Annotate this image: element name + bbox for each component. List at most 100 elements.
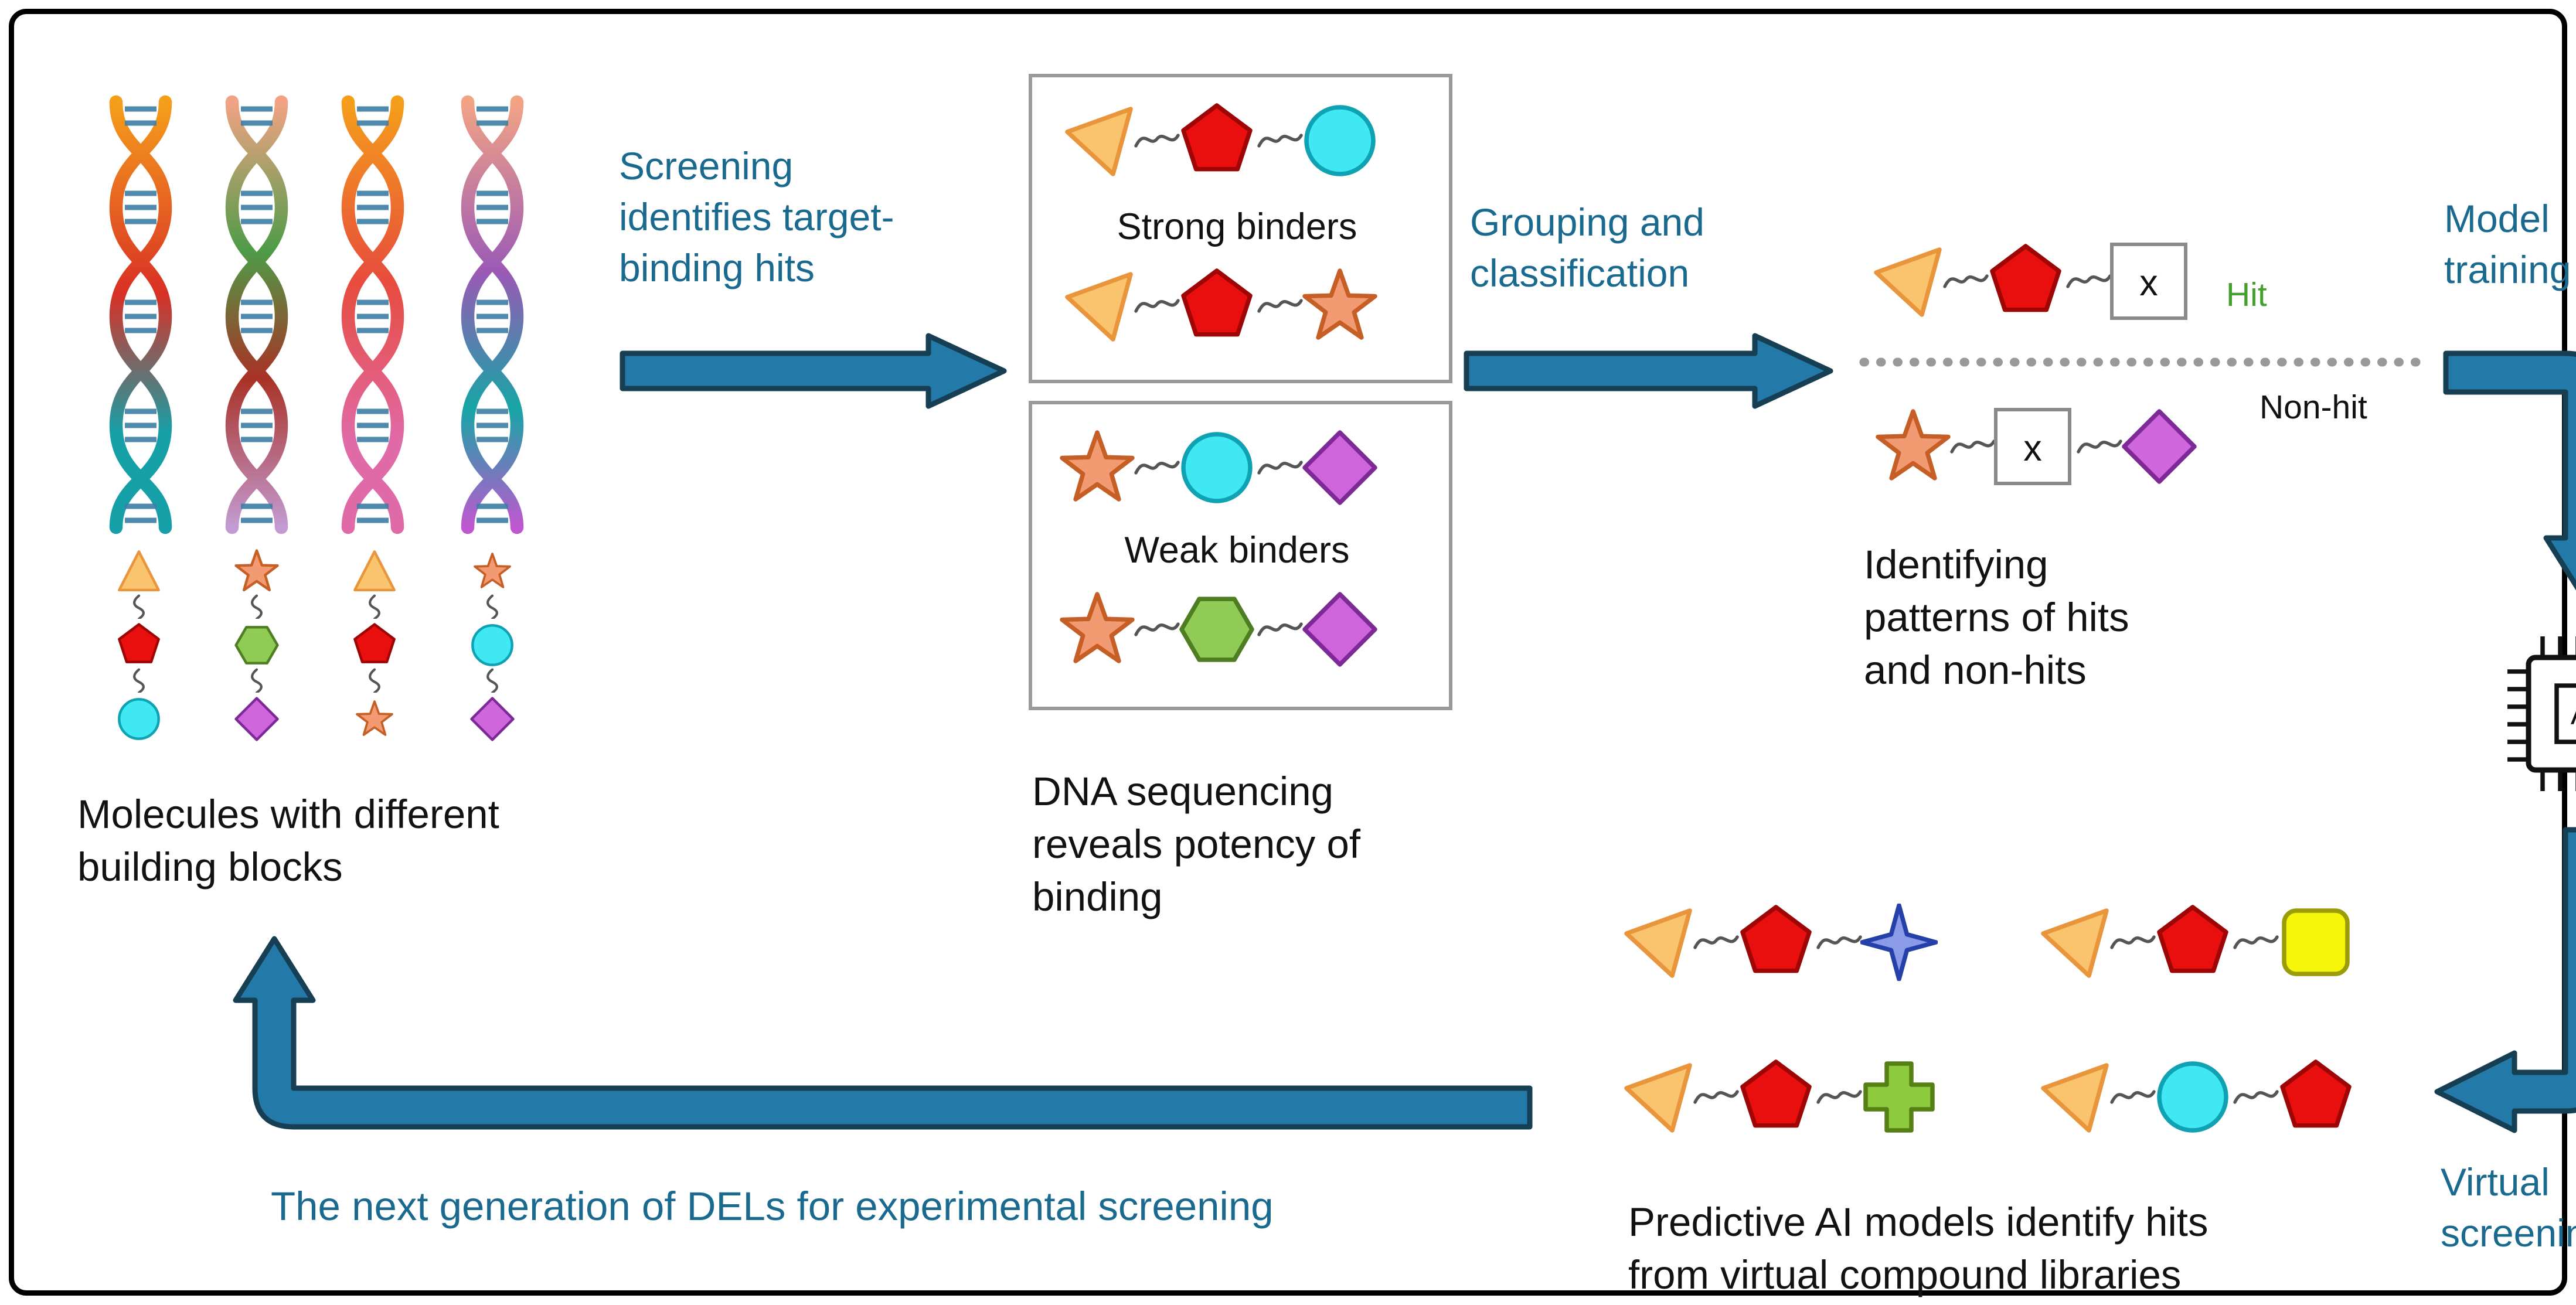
circle-icon [1183,434,1250,501]
triangle-icon [1626,911,1690,976]
circle-icon [1306,107,1373,174]
link-squiggle [2235,937,2277,948]
link-squiggle [1259,624,1301,635]
dna-helix-icon [454,95,531,534]
circle-icon [472,625,512,665]
link-squiggle [2235,1092,2277,1102]
dna-helix-icon [334,95,411,534]
link-squiggle [1136,624,1178,635]
x-box: x [2110,243,2187,320]
hit-row: x [1864,243,2187,320]
diamond-icon [236,699,278,740]
strong-binders-row [1055,95,1389,186]
ai-chip-label: AI [2571,697,2576,731]
screening-label: Screening identifies target- binding hit… [619,144,894,290]
strong-binders-label: Strong binders [1117,207,1357,248]
diamond-icon [2124,411,2194,482]
link-squiggle [1945,276,1987,287]
dna-helix-icon [102,95,179,534]
cross-icon [1866,1064,1932,1130]
star-icon [1878,411,1948,478]
star-icon [1062,594,1132,661]
predictive-caption: Predictive AI models identify hits from … [1628,1199,2209,1297]
link-squiggle [1695,1092,1737,1102]
link-squiggle [2078,441,2121,452]
x-box: x [1994,408,2071,485]
pentagon-icon [1183,105,1250,169]
link-squiggle [1136,301,1178,311]
link-squiggle [370,596,379,619]
grouping-label: Grouping and classification [1470,200,1704,295]
virtual-compound-row [1614,897,1948,988]
triangle-icon [1067,274,1131,339]
pentagon-icon [2159,907,2226,971]
link-squiggle [252,670,261,693]
x-label: x [2139,263,2158,304]
hit-threshold-divider [1859,357,2435,367]
star-icon [236,551,278,590]
pentagon-icon [1743,907,1809,971]
link-squiggle [134,596,144,619]
link-squiggle [1695,937,1737,948]
virtual-compound-row [1614,1051,1948,1143]
link-squiggle [134,670,144,693]
rounded-square-icon [2284,911,2347,974]
link-squiggle [2112,1092,2154,1102]
weak-binders-row [1055,584,1389,675]
next-generation-label: The next generation of DELs for experime… [271,1183,1274,1229]
pentagon-icon [1992,246,2059,310]
star-icon [1062,432,1132,499]
molecules-caption: Molecules with different building blocks [77,791,499,890]
link-squiggle [2068,276,2110,287]
non-hit-label: Non-hit [2259,390,2367,427]
link-squiggle [488,596,497,619]
diamond-icon [1305,432,1375,503]
star-icon [474,553,511,588]
link-squiggle [488,670,497,693]
feedback-arrow [233,936,1533,1130]
link-squiggle [2112,937,2154,948]
diamond-icon [472,699,513,740]
link-squiggle [1818,1092,1860,1102]
virtual-screening-arrow [2434,827,2576,1133]
link-squiggle [1952,441,1994,452]
circle-icon [119,699,158,738]
triangle-icon [2043,911,2107,976]
virtual-screening-label: Virtual screening [2441,1160,2576,1255]
weak-binders-label: Weak binders [1124,531,1350,571]
model-training-arrow [2443,350,2576,591]
link-squiggle [1818,937,1860,948]
triangle-icon [1626,1065,1690,1130]
triangle-icon [119,551,158,590]
link-squiggle [1259,301,1301,311]
identifying-caption: Identifying patterns of hits and non-hit… [1864,541,2129,693]
link-squiggle [1136,135,1178,146]
model-training-label: Model training [2444,197,2571,292]
star-icon [356,700,393,736]
circle-icon [2159,1064,2226,1130]
dna-helix-icon [218,95,295,534]
building-block-stack [109,545,169,745]
link-squiggle [1136,462,1178,473]
hexagon-icon [1182,599,1252,660]
screening-arrow [620,333,1007,409]
hexagon-icon [236,627,278,663]
non-hit-row: x [1871,408,2223,485]
grouping-arrow [1464,333,1833,409]
strong-binders-row [1055,260,1389,352]
triangle-icon [355,551,394,590]
weak-binders-row [1055,422,1389,513]
link-squiggle [1259,135,1301,146]
virtual-compound-row [2031,897,2365,988]
diamond-icon [1305,594,1375,665]
pentagon-icon [119,625,158,662]
link-squiggle [1259,462,1301,473]
ai-chip-icon: AI [2507,636,2576,791]
triangle-icon [1067,109,1131,174]
x-label: x [2023,428,2042,469]
building-block-stack [462,553,522,745]
pentagon-icon [1743,1062,1809,1126]
virtual-compound-row [2031,1051,2365,1143]
building-block-stack [227,545,287,745]
